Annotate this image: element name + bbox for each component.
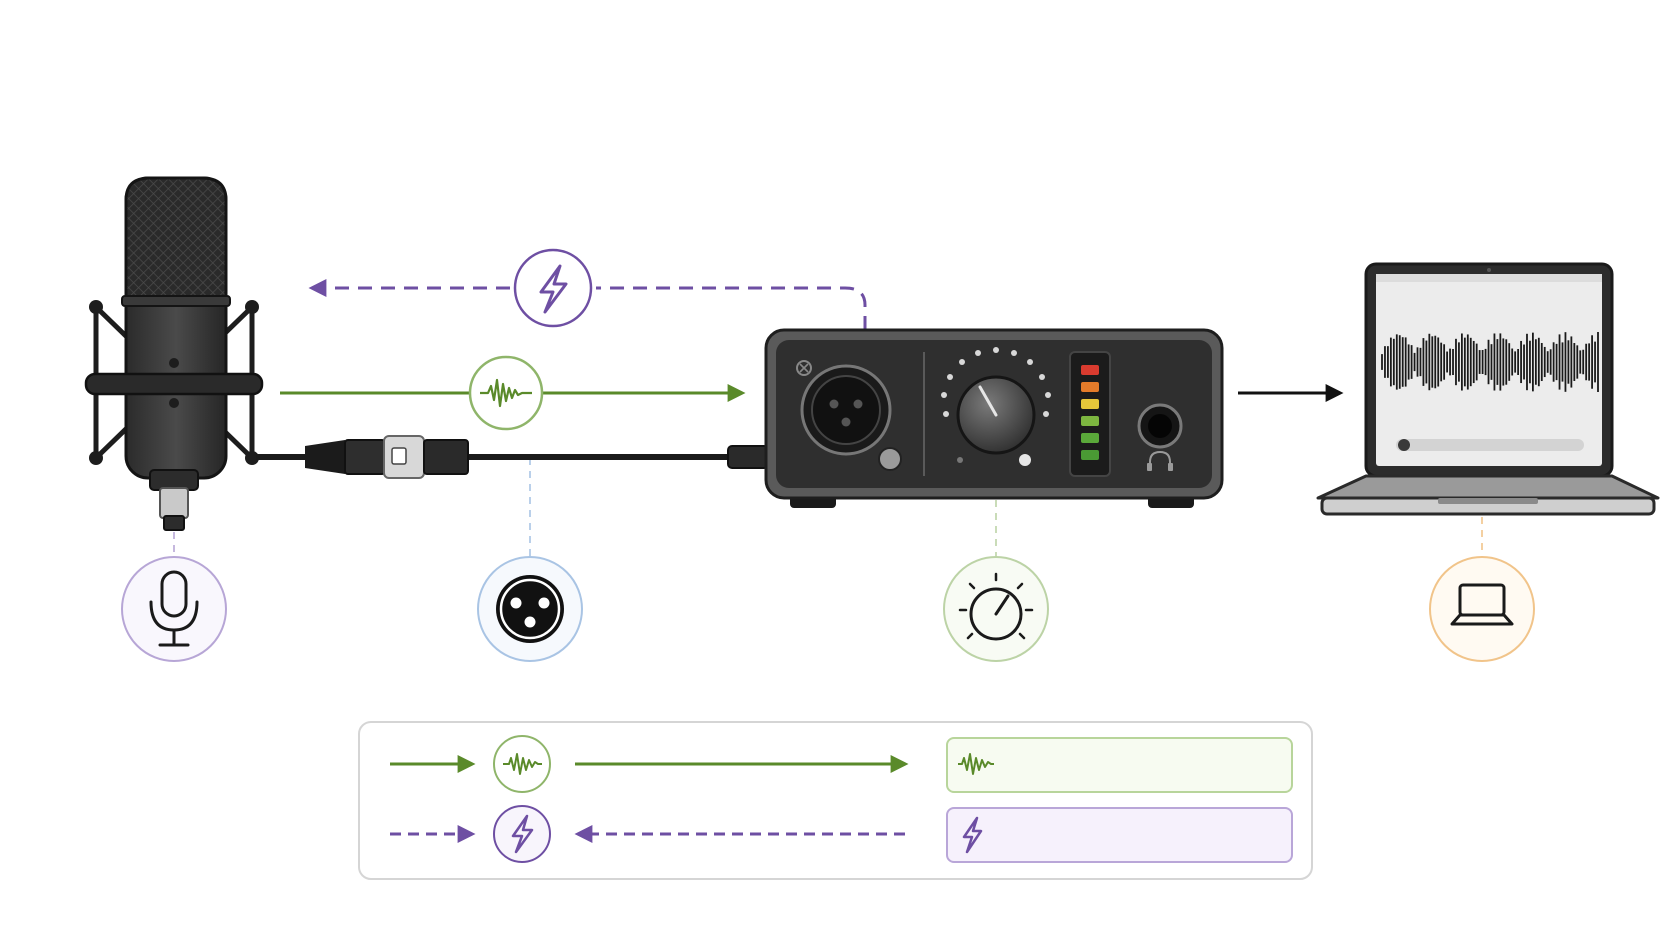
phantom-power-badge — [513, 248, 593, 328]
computer-badge — [1429, 556, 1535, 662]
lightning-icon — [511, 814, 534, 854]
xlr-cable — [256, 435, 769, 479]
audio-interface — [764, 328, 1224, 508]
xlr-connector-icon — [496, 575, 564, 643]
screen-waveform — [1381, 332, 1599, 392]
laptop-icon — [1450, 583, 1514, 626]
gain-knob-badge — [943, 556, 1049, 662]
microphone-badge — [121, 556, 227, 662]
audio-signal-badge — [468, 355, 544, 431]
legend-row-signal — [390, 735, 1293, 793]
gain-knob-icon — [958, 572, 1034, 641]
audio-signal-flow — [280, 355, 746, 431]
legend-row-power — [390, 805, 1293, 863]
meter-led — [1081, 382, 1099, 392]
phantom-power-button — [878, 447, 902, 471]
waveform-icon — [958, 753, 994, 775]
lightning-icon — [539, 264, 568, 314]
icon-connectors — [173, 458, 1483, 560]
lightning-icon — [962, 816, 983, 854]
xlr-connector-badge — [477, 556, 583, 662]
level-meter — [1069, 351, 1111, 477]
waveform-icon — [480, 378, 532, 408]
meter-led — [1081, 416, 1099, 426]
condenser-microphone — [84, 176, 264, 531]
xlr-input-jack — [796, 360, 892, 456]
legend-box-signal — [946, 737, 1293, 793]
meter-led — [1081, 433, 1099, 443]
meter-led — [1081, 365, 1099, 375]
meter-led — [1081, 450, 1099, 460]
waveform-icon — [503, 753, 542, 775]
screen-progress-bar — [1396, 439, 1584, 451]
headphone-icon — [1149, 450, 1171, 470]
legend-box-power — [946, 807, 1293, 863]
laptop-computer — [1316, 262, 1660, 516]
microphone-icon — [149, 570, 199, 647]
gain-knob — [941, 347, 1051, 466]
phantom-power-flow — [308, 248, 867, 330]
meter-led — [1081, 399, 1099, 409]
headphone-output — [1137, 403, 1183, 471]
legend-panel — [358, 721, 1313, 880]
